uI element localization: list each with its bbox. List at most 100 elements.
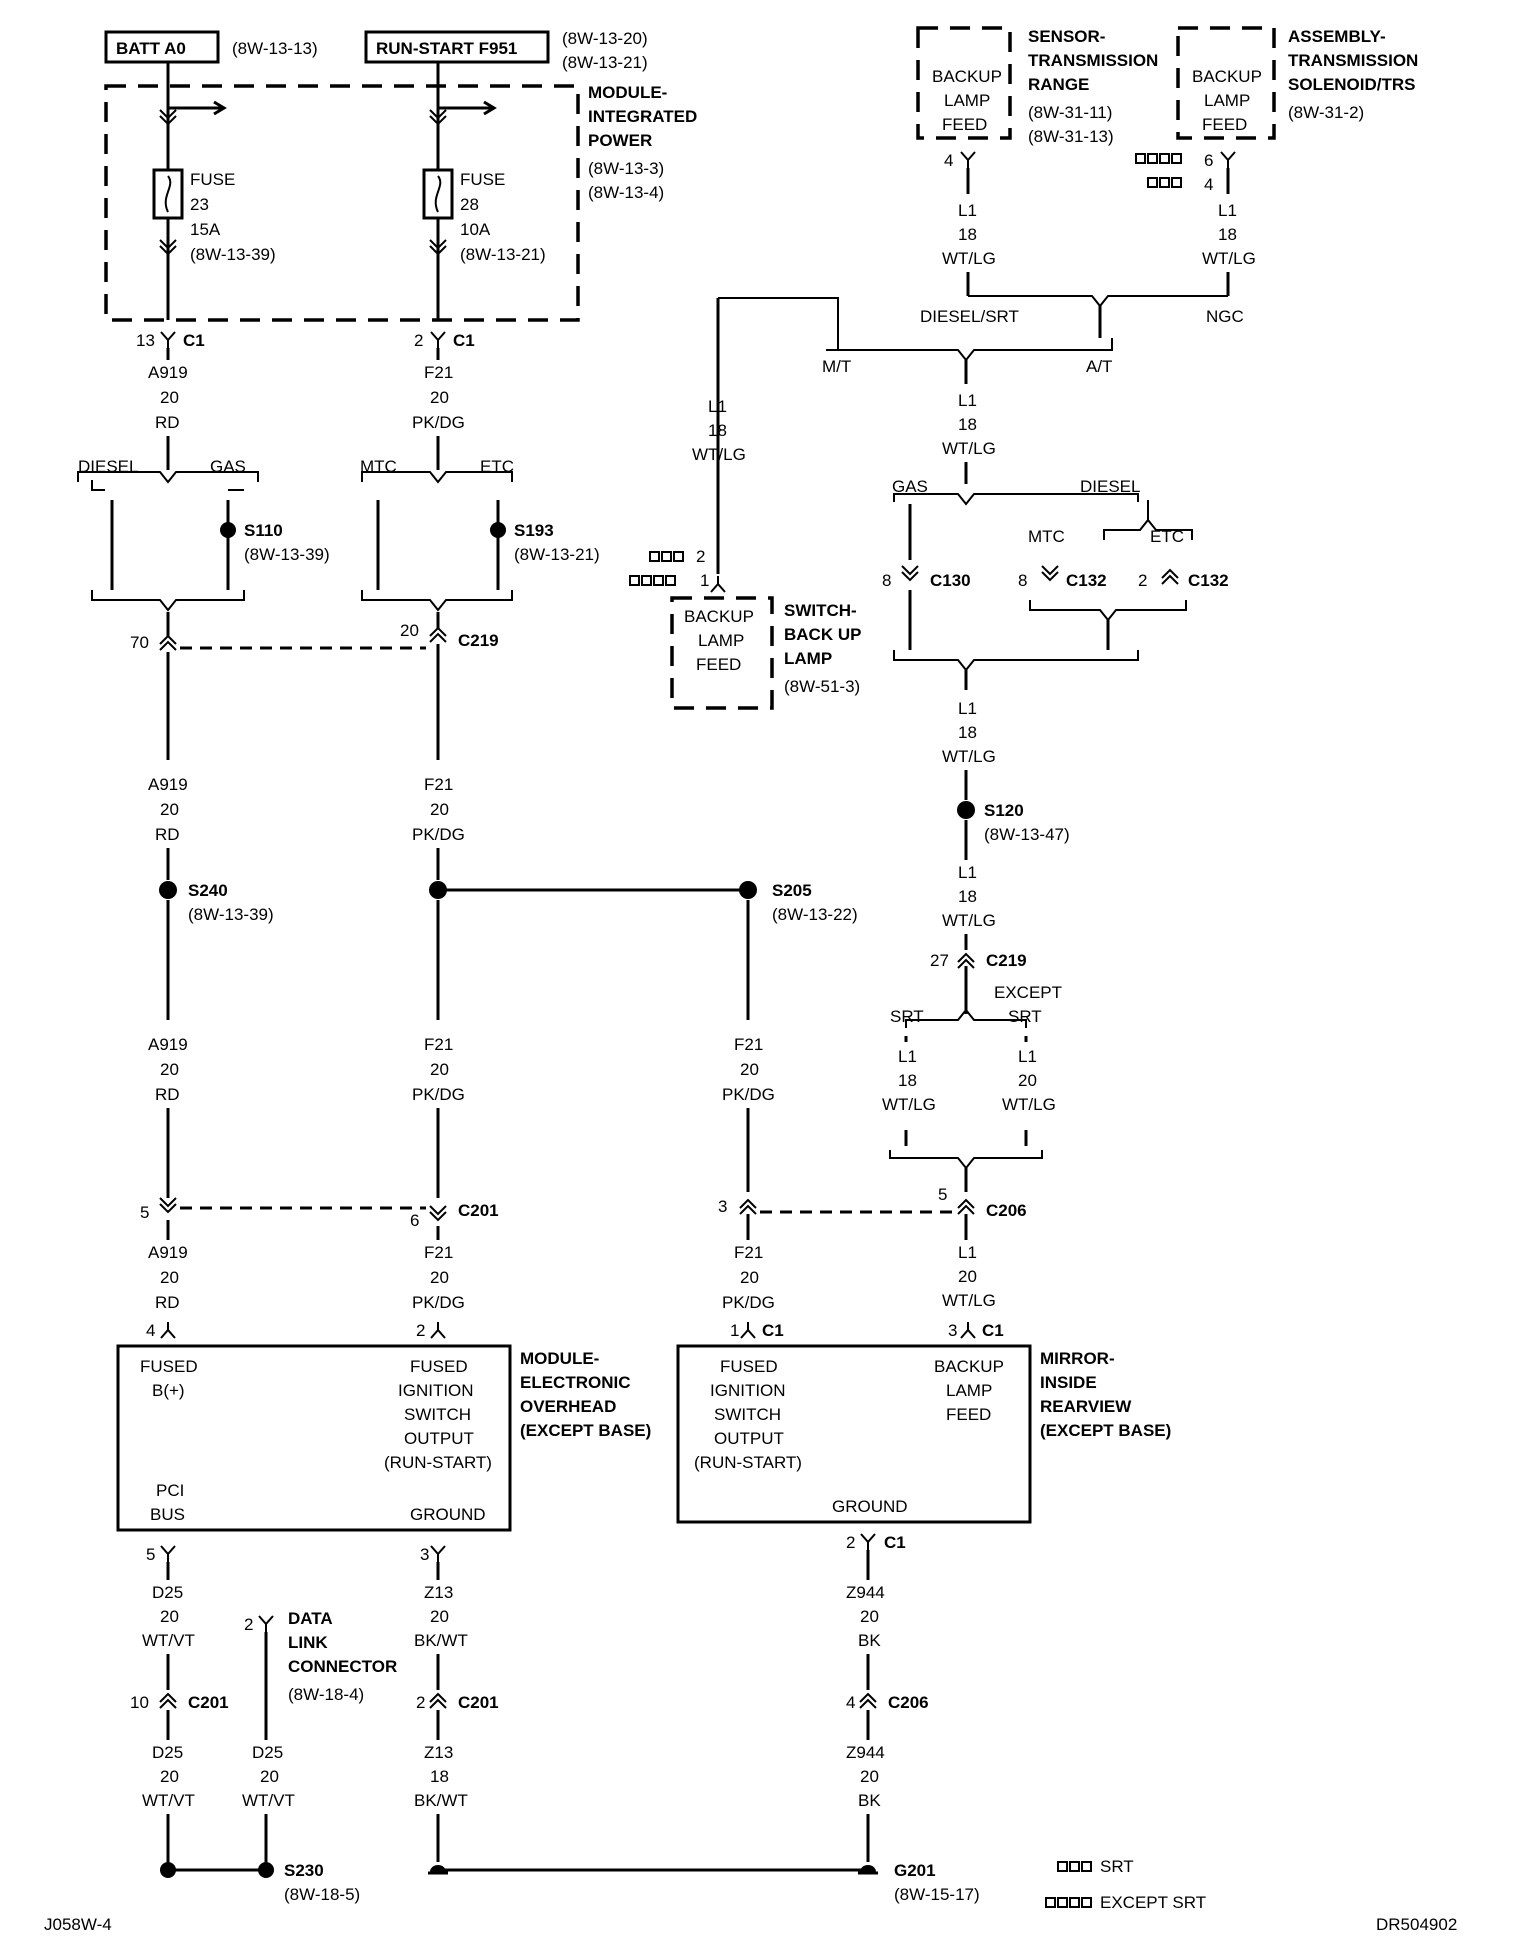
f21c-3: PK/DG xyxy=(412,1085,465,1104)
a919-2: 20 xyxy=(160,388,179,407)
mir-name-4: (EXCEPT BASE) xyxy=(1040,1421,1171,1440)
z13b-3: BK/WT xyxy=(414,1791,468,1810)
l1-a-2: 18 xyxy=(958,225,977,244)
d25c-2: 20 xyxy=(260,1767,279,1786)
l1-d-1: L1 xyxy=(958,699,977,718)
f21-2: 20 xyxy=(430,388,449,407)
footer-left: J058W-4 xyxy=(44,1915,112,1934)
mir-l4: OUTPUT xyxy=(714,1429,784,1448)
sensor-name-3: RANGE xyxy=(1028,75,1089,94)
c201-pin-10: 10 xyxy=(130,1693,149,1712)
assy-name-2: TRANSMISSION xyxy=(1288,51,1418,70)
sensor-box-1: BACKUP xyxy=(932,67,1002,86)
c130-label: C130 xyxy=(930,571,971,590)
ground-icon-g201 xyxy=(860,1865,876,1872)
f21e-2: 20 xyxy=(430,1268,449,1287)
c206-pin-4: 4 xyxy=(846,1693,855,1712)
s120-splice xyxy=(957,801,975,819)
s193-splice xyxy=(490,522,506,538)
d25b-1: D25 xyxy=(152,1743,183,1762)
eom-name-3: OVERHEAD xyxy=(520,1397,616,1416)
s230-label: S230 xyxy=(284,1861,324,1880)
sensor-ref-2: (8W-31-13) xyxy=(1028,127,1114,146)
dlc-name-3: CONNECTOR xyxy=(288,1657,397,1676)
z944a-3: BK xyxy=(858,1631,881,1650)
d25c-1: D25 xyxy=(252,1743,283,1762)
s205-splice xyxy=(739,881,757,899)
s205-ref: (8W-13-22) xyxy=(772,905,858,924)
d25a-2: 20 xyxy=(160,1607,179,1626)
mir-r2: LAMP xyxy=(946,1381,992,1400)
assy-ref: (8W-31-2) xyxy=(1288,103,1364,122)
c130-pin-8: 8 xyxy=(882,571,891,590)
s240-ref: (8W-13-39) xyxy=(188,905,274,924)
batt-ref: (8W-13-13) xyxy=(232,39,318,58)
c219-pin-70: 70 xyxy=(130,633,149,652)
sensor-name-1: SENSOR- xyxy=(1028,27,1105,46)
l1-h-2: 20 xyxy=(958,1267,977,1286)
l1-c-3: WT/LG xyxy=(942,439,996,458)
d25a-3: WT/VT xyxy=(142,1631,195,1650)
except-srt-marker-b xyxy=(629,575,676,586)
s120-label: S120 xyxy=(984,801,1024,820)
diesel-label-1: DIESEL xyxy=(78,457,138,476)
f21-1: F21 xyxy=(424,363,453,382)
assy-pin-4: 4 xyxy=(1204,175,1213,194)
f21b-2: 20 xyxy=(430,800,449,819)
srt-marker-b xyxy=(649,551,684,562)
l1-h-1: L1 xyxy=(958,1243,977,1262)
mip-ref-2: (8W-13-4) xyxy=(588,183,664,202)
sensor-box-2: LAMP xyxy=(944,91,990,110)
a919-1: A919 xyxy=(148,363,188,382)
z13b-2: 18 xyxy=(430,1767,449,1786)
mt-label: M/T xyxy=(822,357,851,376)
switch-name-3: LAMP xyxy=(784,649,832,668)
mir-l1: FUSED xyxy=(720,1357,778,1376)
eom-r3: SWITCH xyxy=(404,1405,471,1424)
legend-srt-marker xyxy=(1057,1861,1092,1872)
c206-label: C206 xyxy=(986,1201,1027,1220)
eom-r4: OUTPUT xyxy=(404,1429,474,1448)
srt-marker-a xyxy=(1147,177,1182,188)
gas-label-2: GAS xyxy=(892,477,928,496)
mir-r1: BACKUP xyxy=(934,1357,1004,1376)
c201-label-b: C201 xyxy=(188,1693,229,1712)
c201-label: C201 xyxy=(458,1201,499,1220)
dlc-name-2: LINK xyxy=(288,1633,328,1652)
c132-pin-8: 8 xyxy=(1018,571,1027,590)
l1-f-3: WT/LG xyxy=(882,1095,936,1114)
f21e-1: F21 xyxy=(424,1243,453,1262)
legend-srt: SRT xyxy=(1100,1857,1134,1876)
module-integrated-power-box xyxy=(104,84,580,322)
switch-ref: (8W-51-3) xyxy=(784,677,860,696)
z13a-1: Z13 xyxy=(424,1583,453,1602)
s240-label: S240 xyxy=(188,881,228,900)
except-srt-marker-a xyxy=(1135,153,1182,164)
a919b-3: RD xyxy=(155,825,180,844)
ground-icon-left xyxy=(430,1865,446,1872)
l1-e-1: L1 xyxy=(958,863,977,882)
except-srt-2: SRT xyxy=(1008,1007,1042,1026)
eom-pin-2: 2 xyxy=(416,1321,425,1340)
assy-name-3: SOLENOID/TRS xyxy=(1288,75,1416,94)
ngc-label: NGC xyxy=(1206,307,1244,326)
mip-ref-1: (8W-13-3) xyxy=(588,159,664,178)
mir-l2: IGNITION xyxy=(710,1381,786,1400)
f21f-2: 20 xyxy=(740,1268,759,1287)
switch-box-2: LAMP xyxy=(698,631,744,650)
assembly-transmission-solenoid-box xyxy=(1176,26,1276,140)
z944b-2: 20 xyxy=(860,1767,879,1786)
fuse1-label: FUSE xyxy=(190,170,235,189)
c206-pin-5: 5 xyxy=(938,1185,947,1204)
s110-splice xyxy=(220,522,236,538)
eom-name-1: MODULE- xyxy=(520,1349,599,1368)
s193-label: S193 xyxy=(514,521,554,540)
c132-label-a: C132 xyxy=(1066,571,1107,590)
c1-label-b: C1 xyxy=(453,331,475,350)
l1-sw-2: 18 xyxy=(708,421,727,440)
switch-name-2: BACK UP xyxy=(784,625,861,644)
fuse1-ref: (8W-13-39) xyxy=(190,245,276,264)
assy-name-1: ASSEMBLY- xyxy=(1288,27,1386,46)
mir-ground: GROUND xyxy=(832,1497,908,1516)
